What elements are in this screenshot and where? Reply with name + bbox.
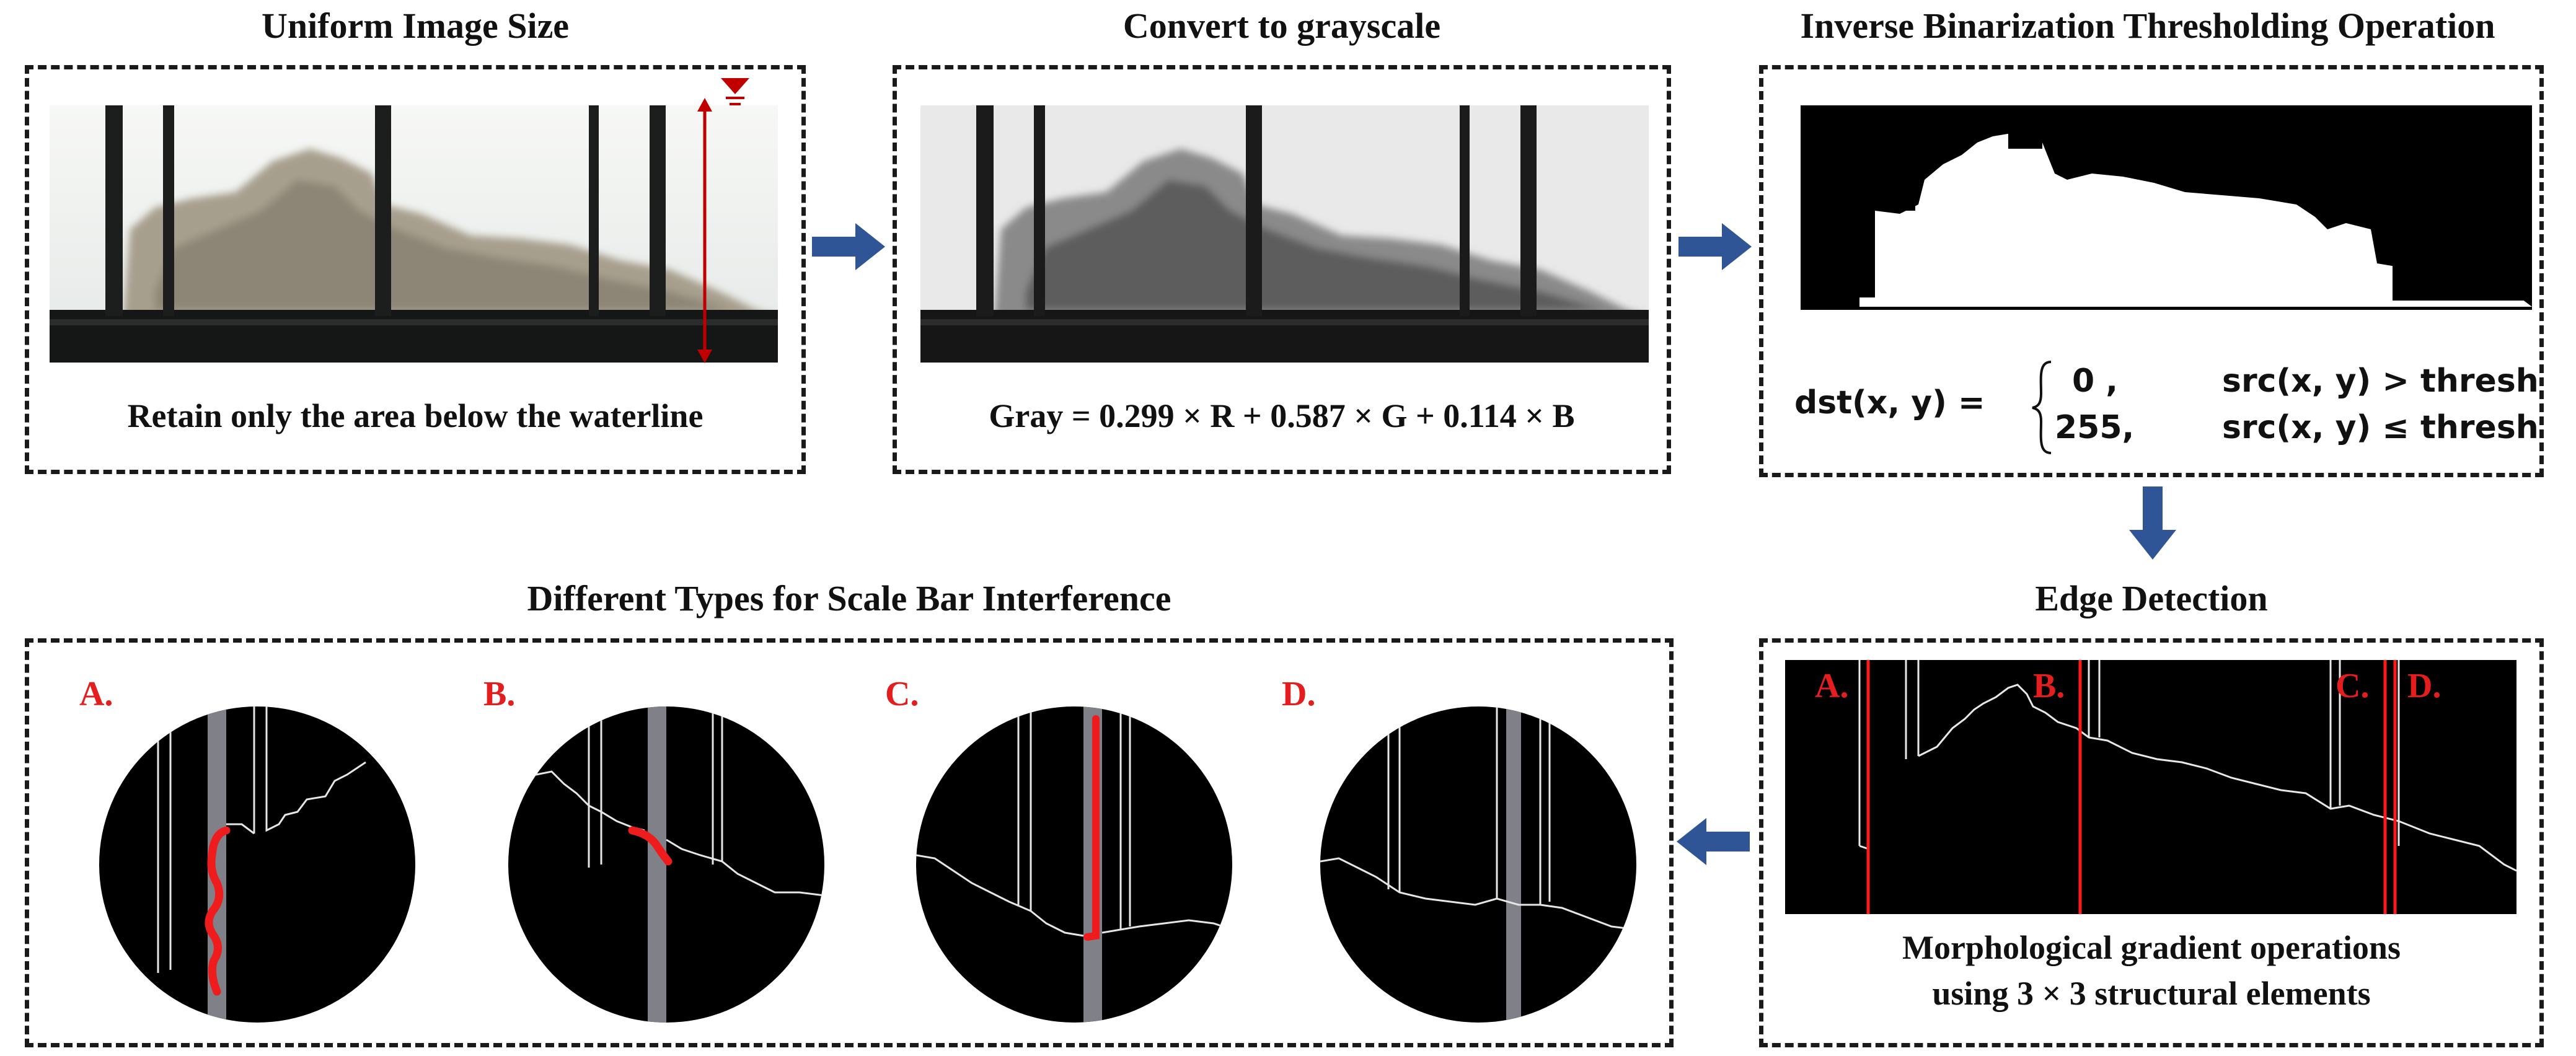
case-b-zoom-circle	[508, 706, 824, 1023]
edge-marker-c: C.	[2336, 667, 2370, 705]
step2-title: Convert to grayscale	[1123, 6, 1441, 46]
flow-arrow-right-icon	[1678, 223, 1752, 270]
step1-caption: Retain only the area below the waterline	[127, 397, 704, 434]
step1-title: Uniform Image Size	[261, 6, 570, 46]
edge-marker-b: B.	[2033, 667, 2065, 705]
step1-panel	[25, 65, 806, 474]
flow-arrow-right-icon	[812, 223, 885, 270]
step4-caption-line1: Morphological gradient operations	[1902, 929, 2401, 966]
left-brace-icon	[2032, 361, 2052, 454]
edge-marker-a: A.	[1815, 667, 1849, 705]
edge-marker-d: D.	[2407, 667, 2441, 705]
grayscale-image	[920, 105, 1649, 363]
case-a-zoom-circle	[99, 706, 415, 1023]
waterline-icon	[697, 78, 749, 363]
formula-lhs: dst(x, y) =	[1794, 384, 1985, 421]
step4-panel	[1759, 638, 2544, 1047]
binary-image	[1801, 105, 2532, 310]
step3-panel	[1759, 65, 2544, 477]
step5-panel	[25, 638, 1674, 1047]
case-d-zoom-circle	[1320, 706, 1636, 1023]
case-label-b: B.	[483, 675, 516, 713]
threshold-formula: dst(x, y) = 0 , src(x, y) > thresh 255, …	[1794, 356, 2539, 459]
edge-image	[1785, 660, 2516, 914]
flow-arrow-left-icon	[1677, 818, 1750, 865]
case-label-a: A.	[79, 675, 113, 713]
case-c-zoom-circle	[916, 706, 1232, 1023]
flow-arrow-down-icon	[2129, 486, 2176, 560]
case1-condition: src(x, y) > thresh	[2222, 363, 2539, 400]
step2-caption: Gray = 0.299 × R + 0.587 × G + 0.114 × B	[989, 397, 1575, 434]
original-image	[50, 105, 778, 363]
step2-panel	[893, 65, 1671, 474]
step4-caption-line2: using 3 × 3 structural elements	[1932, 975, 2371, 1012]
case2-value: 255,	[2055, 409, 2135, 446]
case2-condition: src(x, y) ≤ thresh	[2222, 409, 2539, 446]
case1-value: 0 ,	[2072, 363, 2119, 400]
step3-title: Inverse Binarization Thresholding Operat…	[1800, 6, 2495, 46]
step4-title: Edge Detection	[2035, 578, 2268, 618]
case-label-c: C.	[885, 675, 919, 713]
case-label-d: D.	[1282, 675, 1316, 713]
step5-title: Different Types for Scale Bar Interferen…	[527, 578, 1171, 618]
